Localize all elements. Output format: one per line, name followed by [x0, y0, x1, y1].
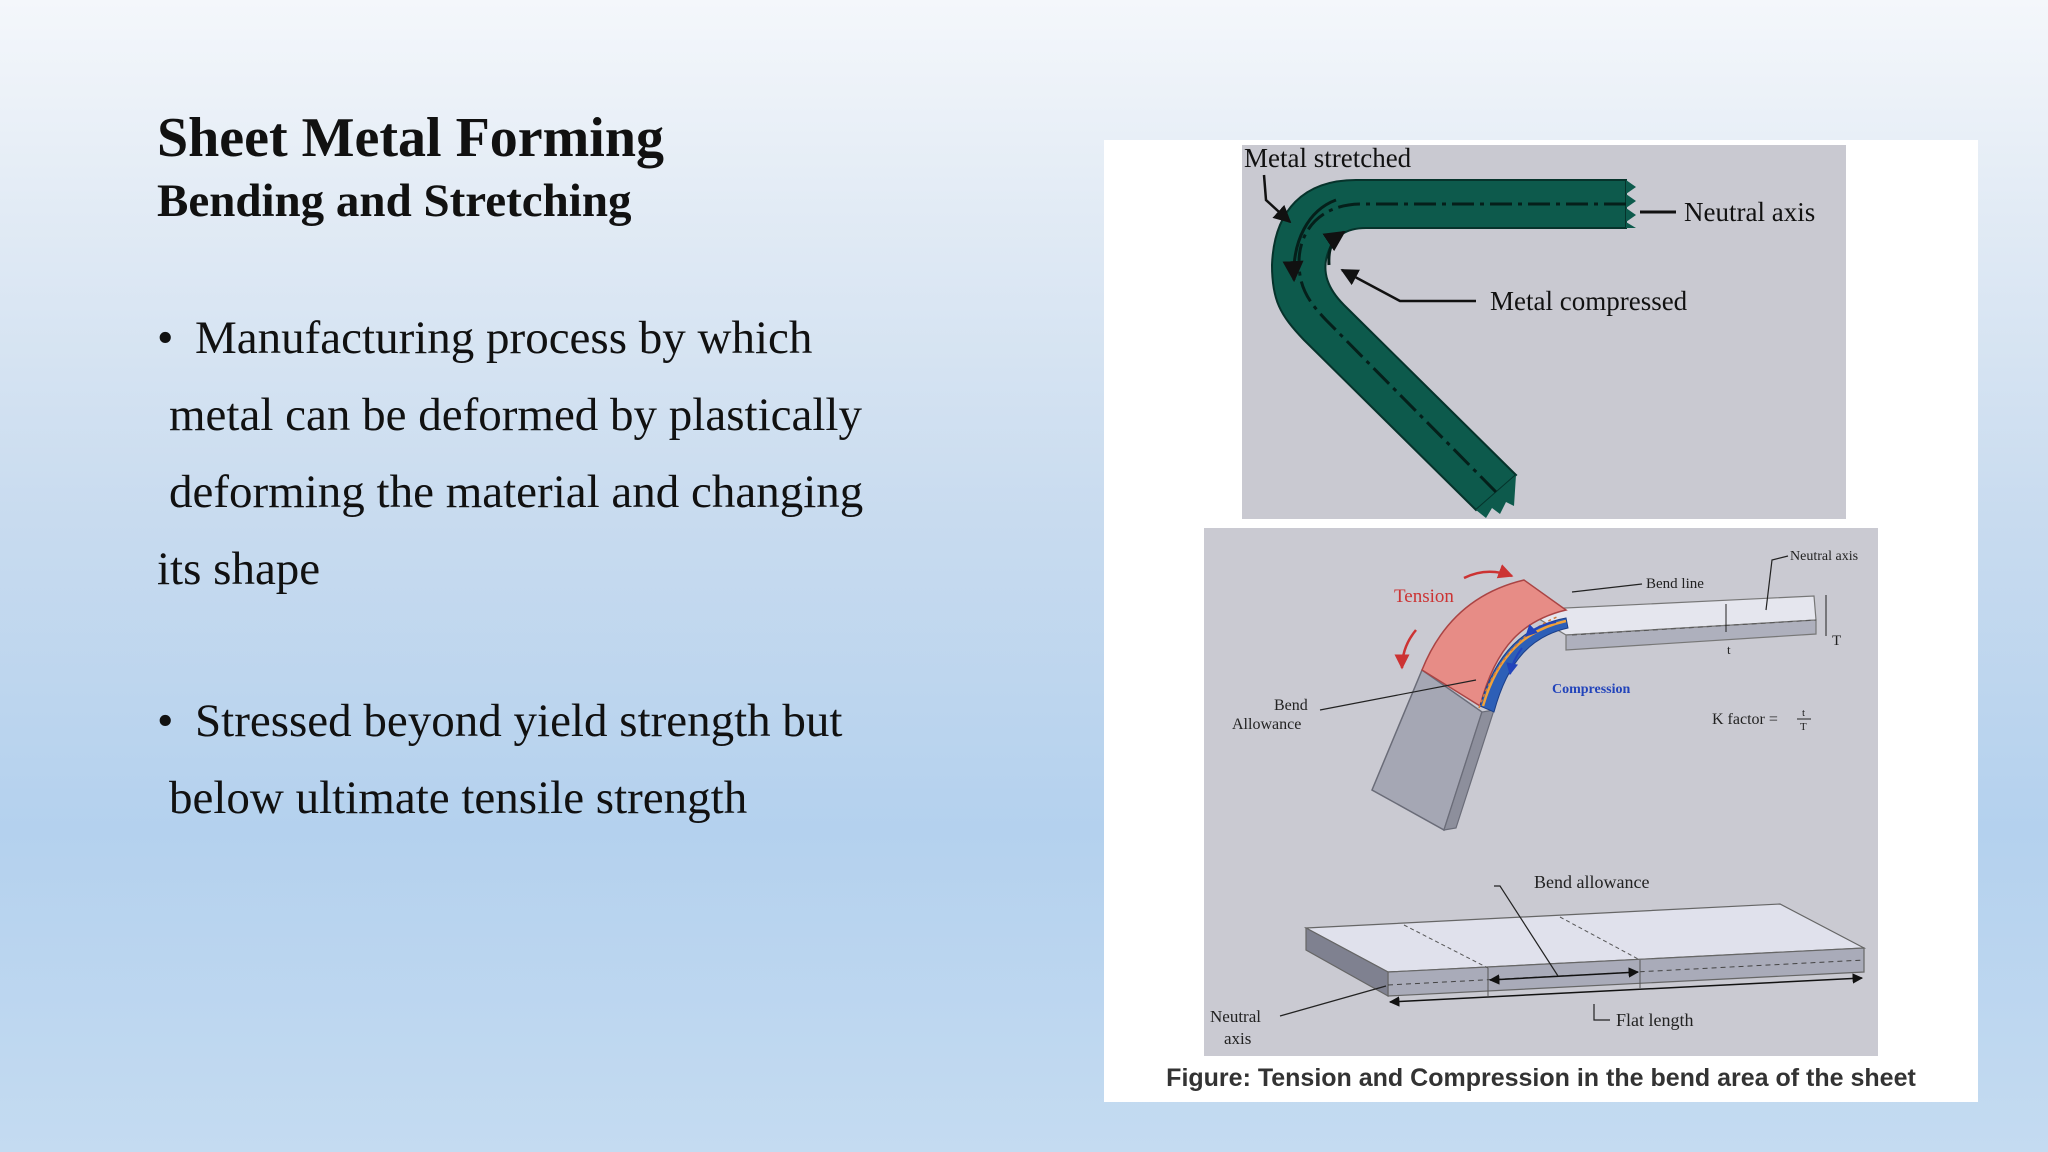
bullet-marker: •: [157, 312, 174, 364]
jagged-end-bottom: [1476, 475, 1516, 518]
figure-panel: Metal stretched Neutral axis Metal compr…: [1104, 140, 1978, 1102]
top-diagram: Metal stretched Neutral axis Metal compr…: [1242, 143, 1846, 519]
tension-region: [1421, 579, 1568, 708]
jagged-end-right: [1626, 180, 1636, 228]
slide-title: Sheet Metal Forming: [157, 107, 664, 169]
bend-line-leader: [1571, 583, 1643, 593]
label-tension: Tension: [1394, 586, 1454, 607]
label-k-factor: K factor =: [1712, 711, 1778, 728]
label-bend-allowance-upper-2: Allowance: [1232, 716, 1301, 733]
label-flat-length: Flat length: [1616, 1010, 1694, 1030]
bullet-line: metal can be deformed by plastically: [169, 389, 862, 441]
figure-caption: Figure: Tension and Compression in the b…: [1166, 1064, 1916, 1092]
compression-arrow-right: [1525, 621, 1557, 637]
stretch-arrow: [1282, 198, 1337, 283]
slide-subtitle: Bending and Stretching: [157, 175, 632, 227]
flat-length-dimension: [1388, 973, 1864, 1007]
metal-compressed-leader: [1340, 268, 1476, 303]
label-compression: Compression: [1552, 682, 1631, 697]
flat-sheet-side: [1305, 926, 1389, 998]
label-T-big: T: [1832, 633, 1841, 649]
bullet-item: • Stressed beyond yield strength but belo…: [157, 683, 977, 837]
bend-diagram: Metal stretched Neutral axis Metal compr…: [1204, 143, 1878, 1056]
compress-arrow: [1322, 230, 1346, 266]
neutral-axis-bottom-leader: [1279, 985, 1387, 1017]
bullet-item: • Manufacturing process by which metal ca…: [157, 300, 977, 608]
bullet-line: its shape: [157, 543, 321, 595]
bullet-list: • Manufacturing process by which metal ca…: [157, 300, 977, 912]
label-t-small: t: [1727, 642, 1731, 657]
bend-zone-line-2: [1559, 916, 1641, 961]
flat-length-leader: [1593, 1004, 1610, 1021]
bottom-diagram: Tension Compression Bend line Neutral ax…: [1204, 528, 1878, 1056]
sheet-side-face: [1565, 619, 1817, 651]
bullet-text: Stressed beyond yield strength but: [195, 695, 843, 747]
bend-allowance-leader-lower: [1494, 885, 1559, 977]
label-bend-allowance: Bend allowance: [1534, 872, 1649, 892]
compression-arrow-lower: [1506, 647, 1523, 676]
label-bend-line: Bend line: [1646, 576, 1704, 592]
bend-allowance-leader: [1319, 679, 1477, 711]
bullet-line: • Manufacturing process by which: [157, 300, 977, 377]
bullet-marker: •: [157, 695, 174, 747]
metal-stretched-leader: [1262, 174, 1292, 224]
bullet-line: below ultimate tensile strength: [169, 772, 748, 824]
bend-zone-line-1: [1403, 924, 1489, 969]
label-neutral-bottom-2: axis: [1224, 1029, 1251, 1048]
bullet-line: • Stressed beyond yield strength but: [157, 683, 977, 760]
k-factor-denominator: T: [1800, 721, 1807, 733]
label-neutral-axis-top: Neutral axis: [1790, 549, 1858, 564]
k-factor-numerator: t: [1802, 707, 1805, 719]
tension-arrow-left: [1394, 629, 1417, 670]
tension-arrow-top: [1463, 564, 1514, 580]
label-neutral-bottom-1: Neutral: [1210, 1007, 1261, 1026]
label-neutral-axis: Neutral axis: [1684, 197, 1815, 227]
label-bend-allowance-upper-1: Bend: [1274, 697, 1308, 714]
bullet-text: Manufacturing process by which: [195, 312, 813, 364]
label-metal-compressed: Metal compressed: [1490, 286, 1688, 316]
bend-arc-detail: [1478, 615, 1560, 709]
neutral-axis-top-leader: [1765, 555, 1789, 611]
neutral-band: [1481, 619, 1567, 707]
bullet-line: deforming the material and changing: [169, 466, 864, 518]
label-metal-stretched: Metal stretched: [1244, 143, 1412, 173]
